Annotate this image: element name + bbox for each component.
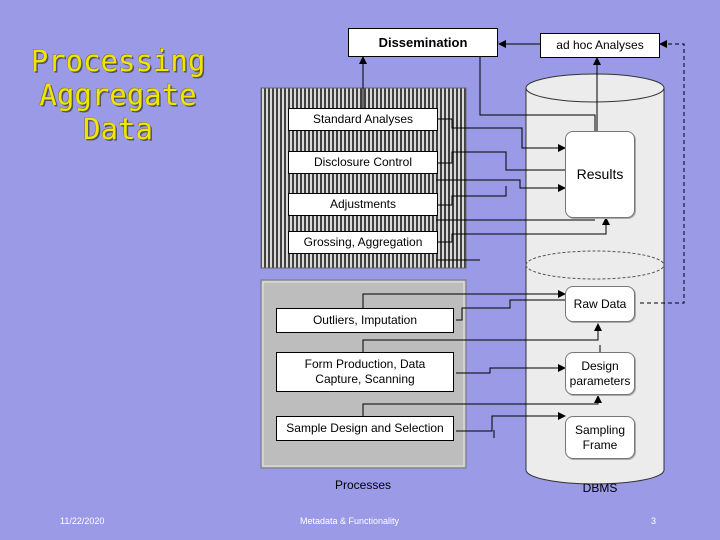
standard-analyses-box: Standard Analyses	[288, 108, 438, 131]
title-line-1: Processing	[30, 44, 206, 78]
footer-date: 11/22/2020	[60, 516, 105, 526]
dbms-label: DBMS	[582, 481, 618, 495]
raw-data-store: Raw Data	[565, 286, 635, 322]
footer-page-number: 3	[651, 516, 657, 526]
footer-center: Metadata & Functionality	[300, 516, 400, 526]
title-line-2: Aggregate	[39, 78, 197, 112]
slide-title: Processing Aggregate Data	[18, 44, 218, 146]
adjustments-box: Adjustments	[288, 193, 438, 216]
form-production-line-1: Form Production, Data	[304, 357, 426, 371]
diagram-connectors	[359, 38, 685, 438]
sample-design-box: Sample Design and Selection	[276, 416, 454, 441]
grossing-aggregation-box: Grossing, Aggregation	[288, 231, 438, 254]
design-parameters-line-1: Design	[581, 358, 619, 373]
ad-hoc-analyses-box: ad hoc Analyses	[540, 33, 660, 58]
form-production-line-2: Capture, Scanning	[315, 372, 415, 386]
dissemination-box: Dissemination	[348, 28, 498, 57]
design-parameters-line-2: parameters	[569, 373, 631, 388]
processes-label: Processes	[334, 478, 392, 492]
disclosure-control-box: Disclosure Control	[288, 151, 438, 174]
sampling-frame-line-2: Frame	[582, 437, 618, 452]
sampling-frame-line-1: Sampling	[574, 422, 626, 437]
sampling-frame-store: Sampling Frame	[565, 416, 635, 459]
outliers-imputation-box: Outliers, Imputation	[276, 308, 454, 333]
title-line-3: Data	[83, 112, 153, 146]
results-store: Results	[565, 131, 635, 218]
design-parameters-store: Design parameters	[565, 352, 635, 395]
form-production-box: Form Production, Data Capture, Scanning	[276, 352, 454, 392]
